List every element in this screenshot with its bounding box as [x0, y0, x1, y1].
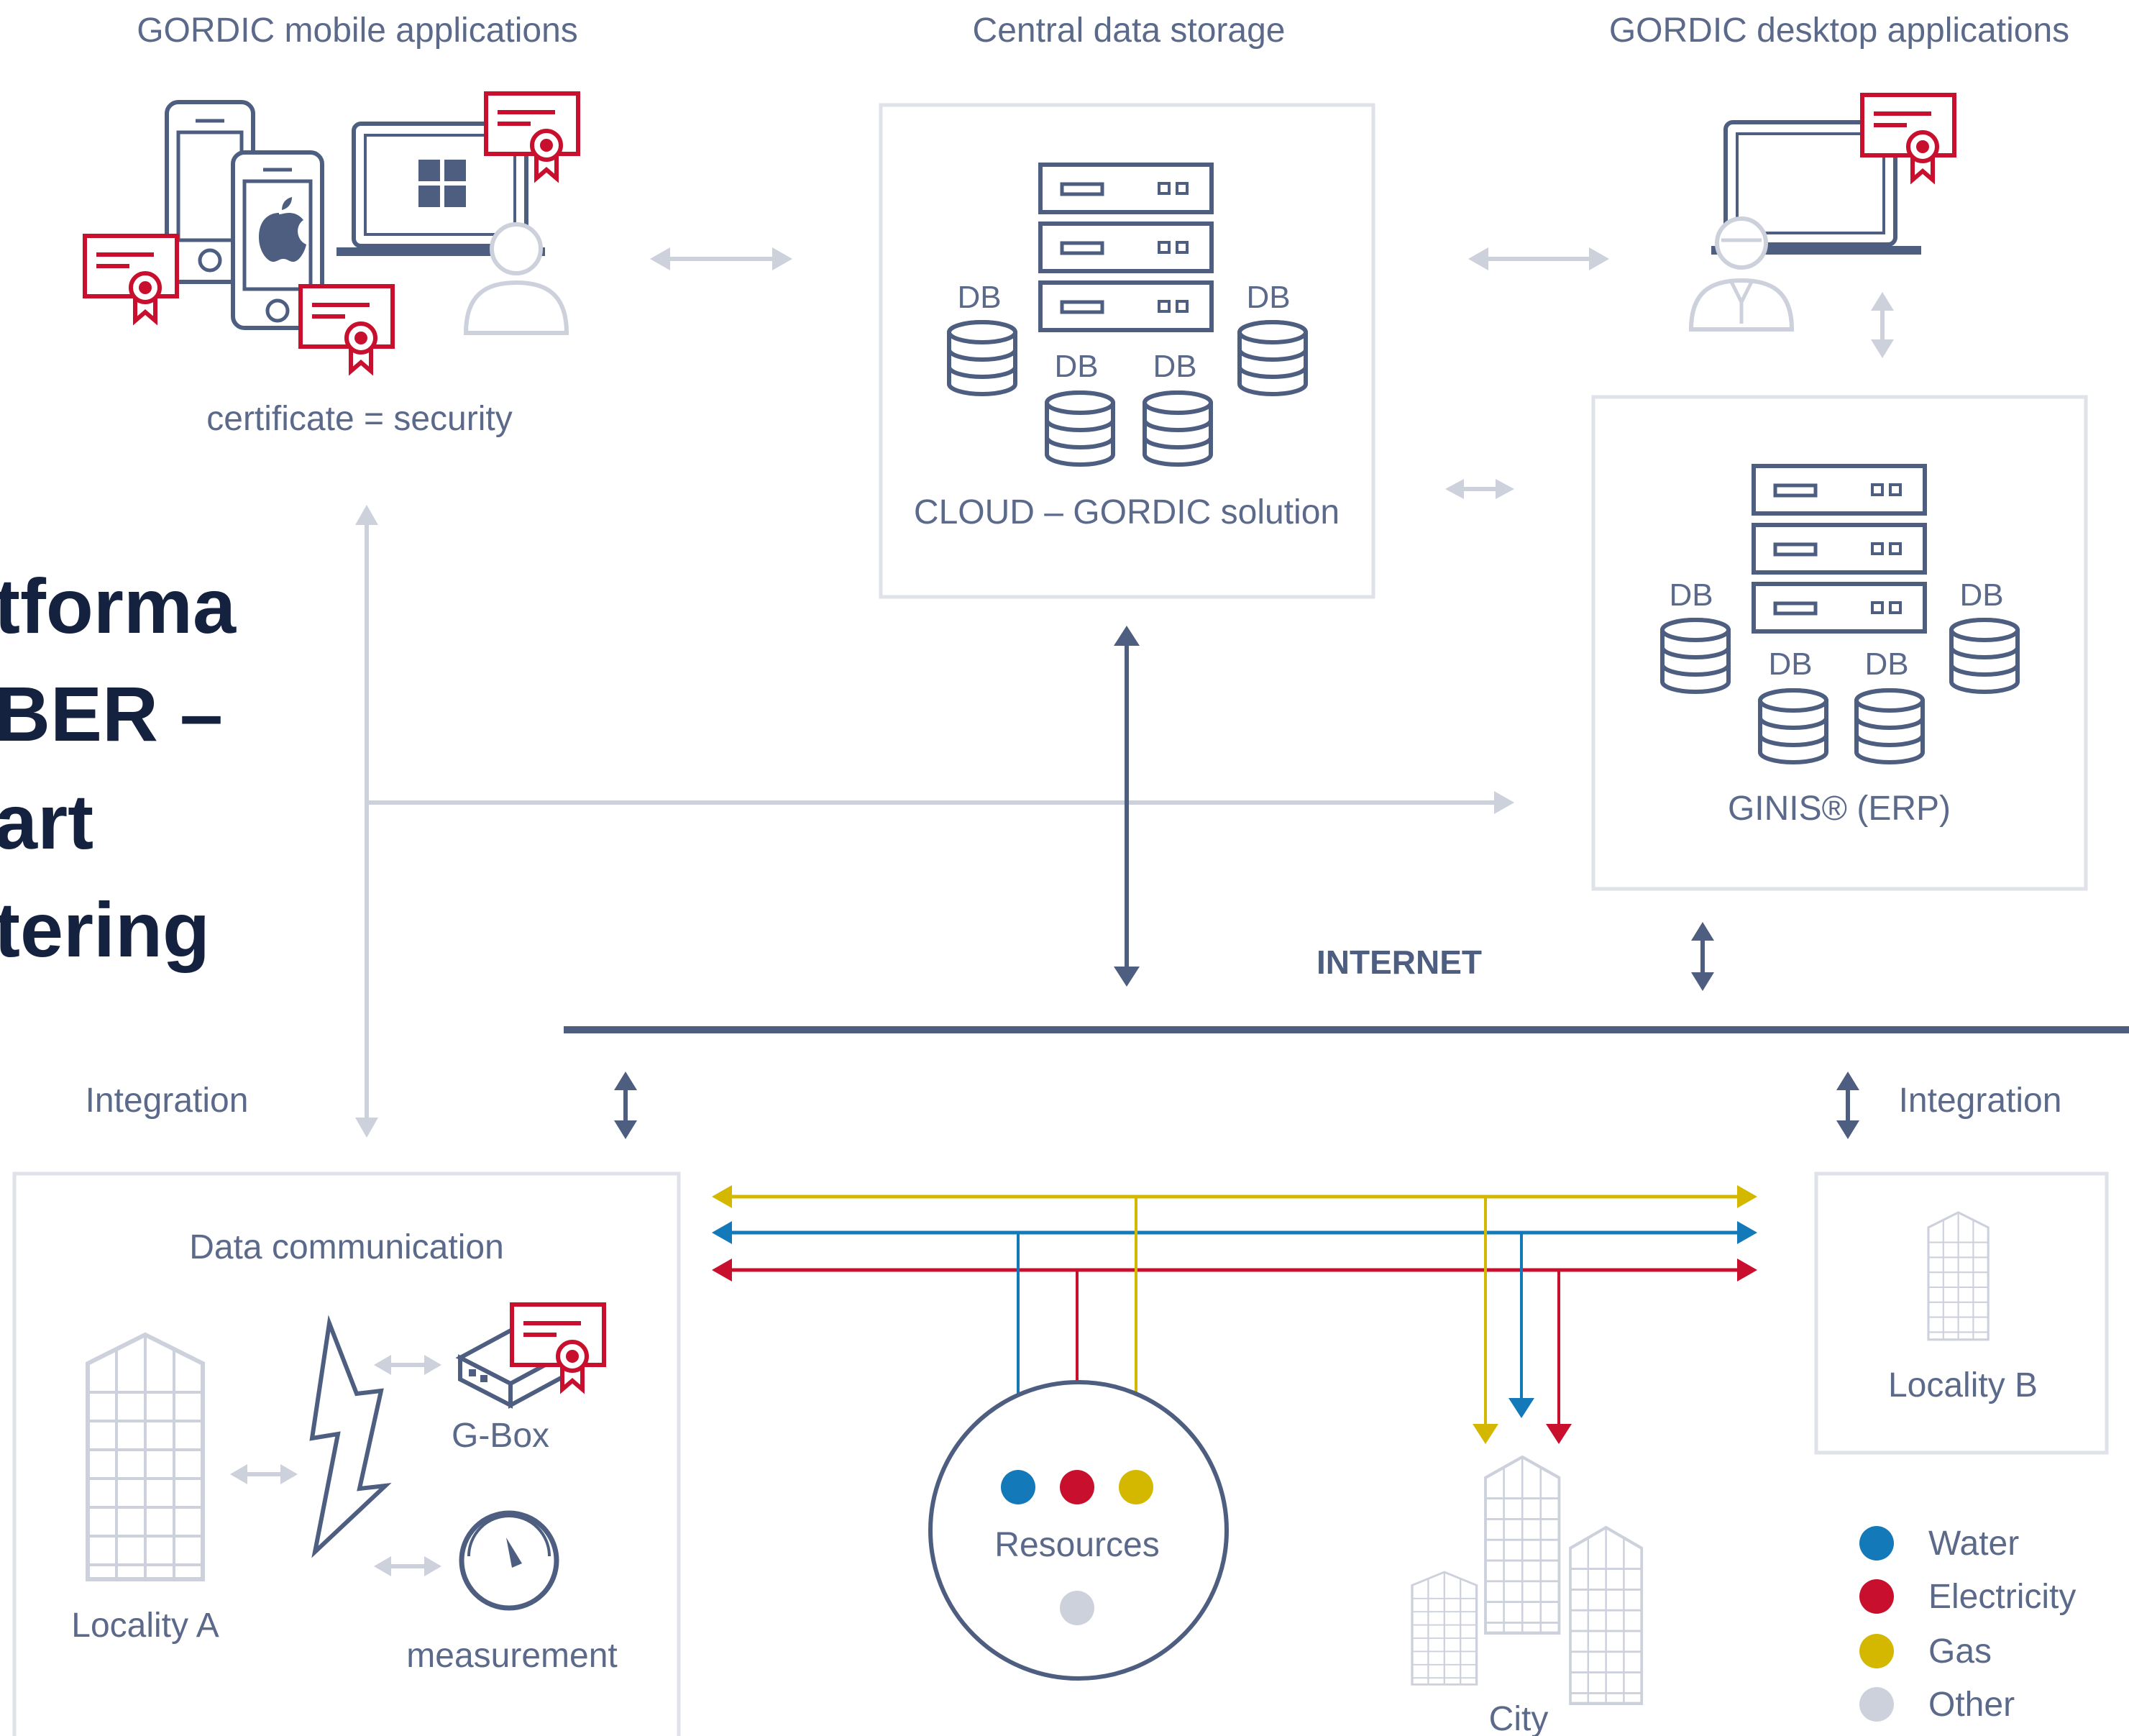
legend-label: Gas	[1928, 1632, 1992, 1671]
legend-swatch	[1859, 1579, 1894, 1614]
laptop-icon	[352, 122, 528, 248]
db-label: DB	[1669, 577, 1713, 613]
desktop-apps-label: GORDIC desktop applications	[1609, 12, 2069, 50]
title-line: tering	[0, 886, 210, 973]
title-line: BER –	[0, 670, 223, 757]
server-rack-icon	[1040, 165, 1212, 330]
gauge-icon	[459, 1510, 559, 1611]
resources-label: Resources	[994, 1526, 1159, 1564]
connectors	[355, 247, 1894, 1138]
central-storage-label: Central data storage	[973, 12, 1286, 50]
db-label: DB	[1054, 349, 1098, 384]
database-icon	[1145, 393, 1211, 465]
city-icon	[1411, 1457, 1642, 1704]
electricity-resource-dot	[1060, 1470, 1094, 1504]
certificate-label: certificate = security	[206, 400, 512, 438]
locality-b-label: Locality B	[1888, 1366, 2038, 1404]
gas-resource-dot	[1119, 1470, 1153, 1504]
internet-label: INTERNET	[1317, 944, 1482, 981]
db-label: DB	[957, 280, 1001, 315]
data-communication-label: Data communication	[189, 1228, 504, 1266]
legend-label: Electricity	[1928, 1578, 2076, 1616]
city-label: City	[1489, 1700, 1549, 1736]
local-connectors	[230, 1355, 441, 1576]
title-line: art	[0, 778, 93, 865]
database-icon	[1047, 393, 1113, 465]
lightning-icon	[309, 1315, 392, 1558]
gbox-label: G-Box	[452, 1417, 549, 1455]
legend: Water Electricity Gas Other	[1859, 1525, 2076, 1724]
legend-swatch	[1859, 1526, 1894, 1561]
certificate-icon	[301, 286, 393, 371]
legend-item: Other	[1859, 1686, 2015, 1724]
title-line: tforma	[0, 562, 237, 649]
database-icon	[1240, 322, 1306, 394]
database-icon	[1760, 690, 1826, 762]
database-icon	[1951, 620, 2018, 692]
server-rack-icon	[1754, 466, 1925, 631]
db-label: DB	[1153, 349, 1196, 384]
page-title: tforma BER – art tering	[0, 562, 237, 973]
internet-connectors	[614, 626, 1859, 1139]
integration-label-left: Integration	[86, 1082, 249, 1120]
database-icon	[949, 322, 1015, 394]
ginis-label: GINIS® (ERP)	[1728, 790, 1951, 828]
legend-swatch	[1859, 1687, 1894, 1722]
resources-circle	[928, 1380, 1229, 1681]
integration-label-right: Integration	[1899, 1082, 2062, 1120]
windows-logo-icon	[418, 160, 466, 207]
db-label: DB	[1246, 280, 1290, 315]
water-resource-dot	[1001, 1470, 1035, 1504]
mobile-apps-label: GORDIC mobile applications	[137, 12, 578, 50]
database-icon	[1662, 620, 1729, 692]
other-resource-dot	[1060, 1591, 1094, 1625]
mobile-apps-group	[85, 93, 578, 371]
business-user-icon	[1688, 216, 1795, 332]
legend-item: Gas	[1859, 1632, 1992, 1671]
internet-bus: INTERNET	[564, 944, 2129, 1033]
building-icon	[88, 1335, 203, 1579]
legend-item: Electricity	[1859, 1578, 2076, 1616]
legend-swatch	[1859, 1634, 1894, 1668]
legend-item: Water	[1859, 1525, 2019, 1563]
database-icon	[1856, 690, 1923, 762]
desktop-apps-group	[1688, 95, 1954, 332]
certificate-icon	[85, 236, 177, 321]
legend-label: Other	[1928, 1686, 2015, 1724]
measurement-label: measurement	[406, 1637, 617, 1675]
db-label: DB	[1864, 647, 1908, 682]
legend-label: Water	[1928, 1525, 2019, 1563]
resource-buses	[712, 1185, 1757, 1489]
apple-logo-icon	[259, 197, 306, 262]
db-label: DB	[1959, 577, 2003, 613]
building-icon	[1927, 1211, 1990, 1341]
db-label: DB	[1768, 647, 1812, 682]
locality-a-label: Locality A	[71, 1607, 219, 1645]
desktop-monitor-icon	[1723, 120, 1897, 247]
cloud-label: CLOUD – GORDIC solution	[914, 493, 1340, 531]
